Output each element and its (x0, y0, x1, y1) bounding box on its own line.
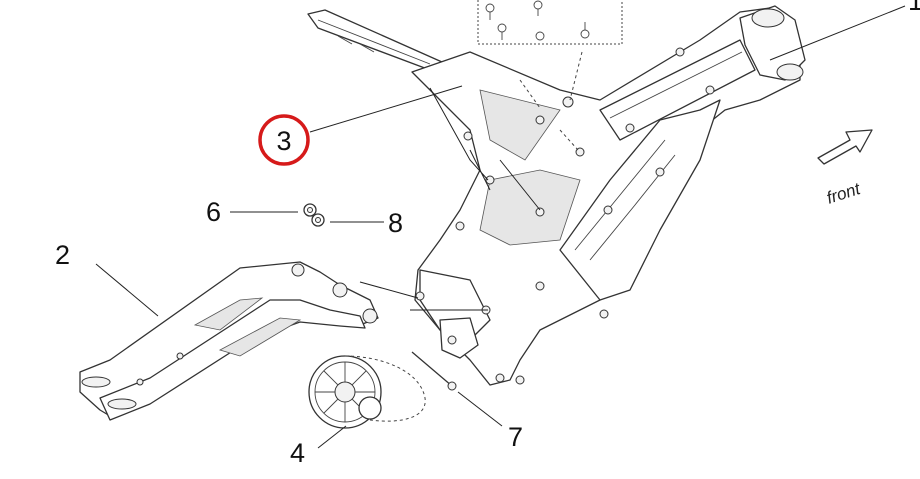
callout-swingarm: 2 (55, 240, 70, 270)
sprocket-chain (308, 355, 426, 429)
hardware-detail-box (477, 0, 623, 45)
callout-nut-left: 6 (206, 197, 221, 227)
nut-washer (303, 203, 325, 227)
callout-washer-right: 8 (388, 208, 403, 238)
callout-axle: 7 (508, 422, 523, 452)
front-direction-arrow-icon (817, 129, 873, 165)
leader-4 (317, 425, 347, 449)
callout-top-right: 1 (908, 0, 920, 16)
leader-1 (769, 5, 906, 61)
leader-3 (309, 85, 463, 133)
callout-frame: 3 (276, 126, 291, 156)
frame-assembly (307, 5, 806, 386)
leader-7 (457, 391, 503, 427)
swingarm (79, 261, 379, 421)
front-direction-label: front (824, 179, 863, 208)
leader-lines (95, 5, 906, 449)
leader-2 (95, 263, 159, 317)
axle (411, 351, 457, 391)
callout-sprocket-chain: 4 (290, 438, 305, 468)
highlight-circle (258, 114, 310, 166)
